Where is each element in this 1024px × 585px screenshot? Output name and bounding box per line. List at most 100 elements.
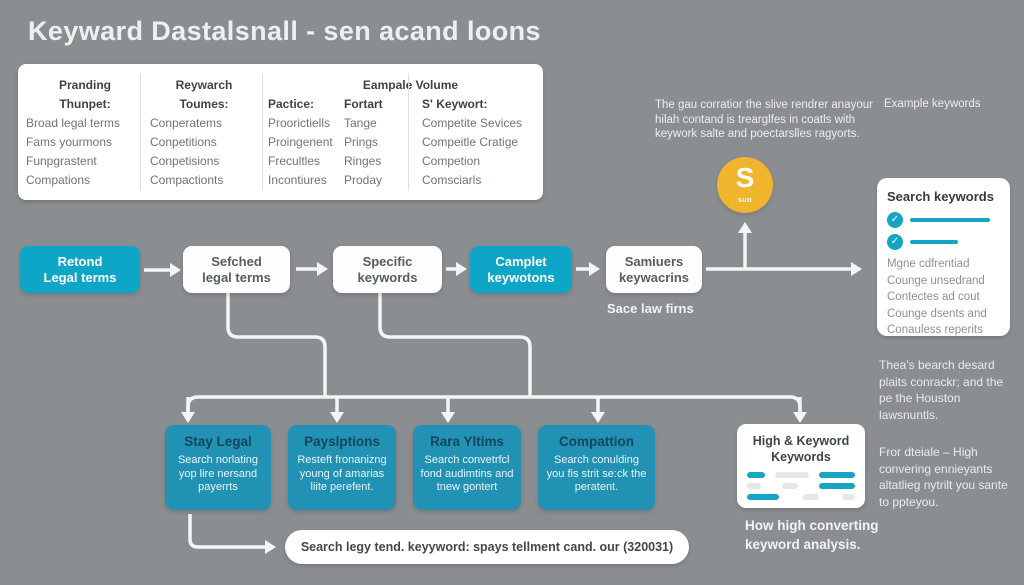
bar: [747, 483, 761, 489]
bottom-box-body: Search convetrfcl fond audimtins and tne…: [420, 454, 514, 493]
table-cell: Proorictiells: [268, 116, 331, 130]
bar: [782, 483, 798, 489]
bottom-box-body: Search norlating yop lire nersand payerr…: [177, 454, 259, 493]
column-subheader: S' Keywort:: [422, 97, 488, 111]
keyword-bars-chart: [747, 472, 855, 500]
high-keyword-card: High & Keyword Keywords: [737, 424, 865, 508]
bar: [747, 494, 779, 500]
table-column-pactice: Pactice: Proorictiells Proingenent Frecu…: [268, 76, 360, 190]
flow-box-line: Sefched: [211, 253, 262, 269]
search-panel-title: Search keywords: [887, 189, 994, 204]
table-cell: Ringes: [344, 154, 382, 168]
table-cell: Comsciarls: [422, 173, 482, 187]
bottom-box-rara-yltims: Rara Yltims Search convetrfcl fond audim…: [413, 425, 521, 510]
table-cell: Compeitle Cratige: [422, 135, 519, 149]
page-title: Keyward Dastalsnall - sen acand loons: [28, 16, 541, 46]
search-summary-pill: Search legy tend. keyyword: spays tellme…: [285, 530, 689, 564]
bottom-box-compattion: Compattion Search conulding you fis stri…: [538, 425, 655, 510]
high-keyword-title-line2: Keywords: [771, 450, 831, 464]
flow-box-line: Retond: [57, 253, 103, 269]
column-divider: [408, 74, 409, 190]
flow-box-line: keywacrins: [618, 269, 690, 285]
column-header: Pranding: [58, 78, 111, 92]
column-divider: [262, 74, 263, 190]
table-cell: Proday: [344, 173, 383, 187]
group-header-volume: Eampale Volume: [362, 78, 459, 92]
column-subheader: Fortart: [344, 97, 383, 111]
flow-box-retond-legal-terms: Retond Legal terms: [20, 246, 140, 293]
bottom-box-title: Rara Yltims: [429, 434, 505, 449]
intro-paragraph: The gau corratior the slive rendrer anay…: [655, 99, 873, 140]
list-item: Counge unsedrand: [887, 274, 985, 287]
bar: [802, 494, 819, 500]
table-cell: Fams yourmons: [26, 135, 113, 149]
bar: [842, 494, 855, 500]
table-column-fortart: Fortart Tange Prings Ringes Proday: [344, 76, 408, 190]
keyword-line: [910, 218, 990, 222]
column-subheader: Pactice:: [268, 97, 315, 111]
column-divider: [140, 74, 141, 190]
table-cell: Compations: [26, 173, 91, 187]
table-column-pranding: Pranding Thunpet: Broad legal terms Fams…: [26, 76, 144, 190]
flow-box-samiuers-keywacrins: Samiuers keywacrins: [606, 246, 702, 293]
bar: [775, 472, 809, 478]
bar: [819, 483, 855, 489]
column-header: Reywarch: [175, 78, 233, 92]
table-cell: Competion: [422, 154, 481, 168]
dollar-sub-label: sun: [738, 197, 752, 204]
bottom-box-title: Compattion: [559, 434, 634, 449]
table-cell: Conpetisions: [150, 154, 220, 168]
search-keyword-list: Mgne cdfrentiad Counge unsedrand Contect…: [887, 256, 1000, 339]
list-item: Conauless reperits: [887, 324, 983, 336]
dollar-symbol: S: [735, 162, 755, 193]
flow-box-line: Samiuers: [624, 253, 684, 269]
search-keywords-panel: Search keywords ✓ ✓ Mgne cdfrentiad Coun…: [877, 178, 1010, 336]
bar: [747, 472, 765, 478]
table-column-keywort: S' Keywort: Competite Sevices Compeitle …: [422, 76, 538, 190]
table-cell: Broad legal terms: [26, 116, 121, 130]
bottom-box-body: Resteft fronanizng young of amarias liit…: [297, 454, 387, 493]
flow-box-specific-keywords: Specific keywords: [333, 246, 442, 293]
bottom-box-title: Stay Legal: [184, 434, 252, 449]
keyword-line: [910, 240, 958, 244]
bottom-box-payslptions: Payslptions Resteft fronanizng young of …: [288, 425, 396, 510]
table-cell: Frecultles: [268, 154, 321, 168]
list-item: Counge dsents and: [887, 307, 987, 320]
flow-box-line: Specific: [362, 253, 413, 269]
table-cell: Incontiures: [268, 173, 327, 187]
flow-box-line: Legal terms: [43, 269, 117, 285]
table-cell: Proingenent: [268, 135, 333, 149]
sace-law-firms-label: Sace law firns: [607, 301, 694, 316]
table-column-reywarch: Reywarch Toumes: Conperatems Conpetition…: [150, 76, 258, 190]
high-keyword-title-line1: High & Keyword: [752, 434, 850, 448]
column-subheader: Toumes:: [179, 97, 229, 111]
keyword-categories-table: Pranding Thunpet: Broad legal terms Fams…: [18, 64, 543, 200]
table-cell: Competite Sevices: [422, 116, 523, 130]
flow-box-line: keywords: [357, 269, 418, 285]
flow-box-sefched-legal-terms: Sefched legal terms: [183, 246, 290, 293]
bar: [819, 472, 855, 478]
dollar-icon: S sun: [717, 157, 773, 213]
list-item: Contectes ad cout: [887, 291, 980, 303]
flow-box-line: keywotons: [487, 269, 555, 285]
list-item: Mgne cdfrentiad: [887, 258, 970, 270]
table-cell: Funpgrastent: [26, 154, 97, 168]
bottom-caption: How high converting keyword analysis.: [745, 518, 879, 552]
bottom-box-stay-legal: Stay Legal Search norlating yop lire ner…: [165, 425, 271, 510]
table-cell: Prings: [344, 135, 379, 149]
example-keywords-label: Example keywords: [884, 98, 981, 110]
bottom-box-title: Payslptions: [304, 434, 380, 449]
table-cell: Tange: [344, 116, 377, 130]
flow-box-line: Camplet: [495, 253, 547, 269]
table-cell: Conperatems: [150, 116, 223, 130]
right-paragraph-2: Fror dteiale – High convering ennieyants…: [879, 445, 1008, 509]
checkmark-icon: ✓: [887, 234, 903, 250]
bottom-box-body: Search conulding you fis strit se:ck the…: [546, 454, 647, 493]
table-cell: Conpetitions: [150, 135, 217, 149]
flow-box-line: legal terms: [202, 269, 271, 285]
checkmark-icon: ✓: [887, 212, 903, 228]
right-paragraph-1: Thea's bearch desard plaits conrackr; an…: [879, 358, 1004, 422]
column-subheader: Thunpet:: [59, 97, 111, 111]
flow-box-camplet-keywotons: Camplet keywotons: [470, 246, 572, 293]
